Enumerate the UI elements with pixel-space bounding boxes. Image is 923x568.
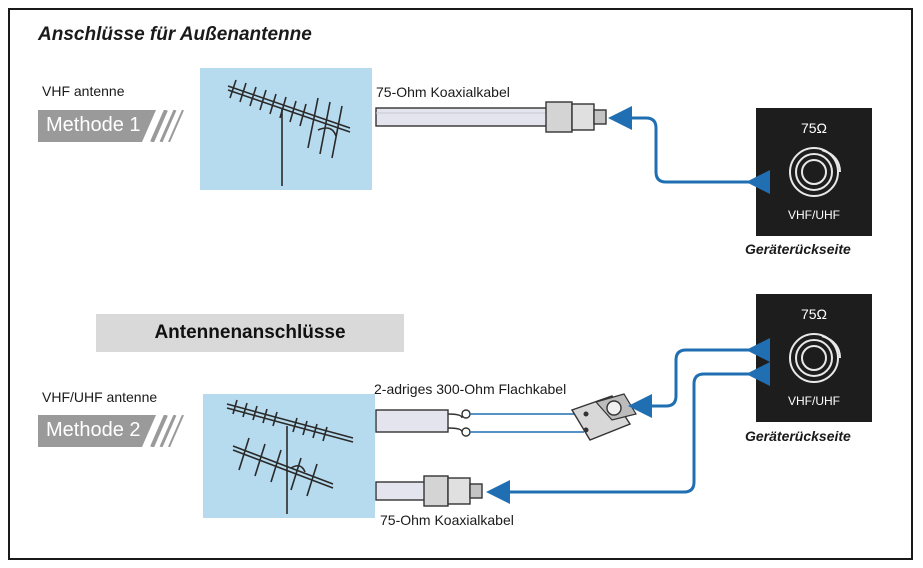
banner-label: Antennenanschlüsse bbox=[154, 322, 346, 343]
panel-2-impedance: 75Ω bbox=[800, 306, 828, 322]
vhf-uhf-antenna-image bbox=[203, 394, 375, 518]
vhf-antenna-image bbox=[200, 68, 372, 190]
section-banner: Antennenanschlüsse bbox=[96, 314, 404, 352]
method-2-label: Methode 2 bbox=[46, 419, 141, 441]
tv-back-panel-2: 75Ω VHF/UHF bbox=[756, 294, 872, 422]
antenna-socket-icon bbox=[789, 147, 841, 197]
coax-cable-label-1: 75-Ohm Koaxialkabel bbox=[376, 84, 510, 100]
vhf-uhf-antenna-label: VHF/UHF antenne bbox=[42, 389, 158, 405]
panel-1-caption: Geräterückseite bbox=[745, 241, 851, 257]
matching-transformer bbox=[570, 393, 637, 441]
panel-2-caption: Geräterückseite bbox=[745, 428, 851, 444]
panel-1-band: VHF/UHF bbox=[788, 208, 840, 222]
page-title: Anschlüsse für Außenantenne bbox=[38, 24, 312, 45]
flat-cable bbox=[375, 409, 584, 437]
signal-arrow-1 bbox=[608, 106, 770, 194]
antenna-socket-icon bbox=[789, 333, 841, 383]
signal-arrow-3 bbox=[486, 362, 770, 504]
coax-cable-label-2: 75-Ohm Koaxialkabel bbox=[380, 512, 514, 528]
method-2-badge: Methode 2 bbox=[38, 414, 188, 448]
coax-cable-1 bbox=[375, 101, 607, 133]
coax-cable-2 bbox=[375, 475, 483, 507]
panel-2-band: VHF/UHF bbox=[788, 394, 840, 408]
vhf-antenna-label: VHF antenne bbox=[42, 83, 125, 99]
tv-back-panel-1: 75Ω VHF/UHF bbox=[756, 108, 872, 236]
method-1-label: Methode 1 bbox=[46, 114, 141, 136]
method-1-badge: Methode 1 bbox=[38, 109, 188, 143]
panel-1-impedance: 75Ω bbox=[800, 120, 828, 136]
